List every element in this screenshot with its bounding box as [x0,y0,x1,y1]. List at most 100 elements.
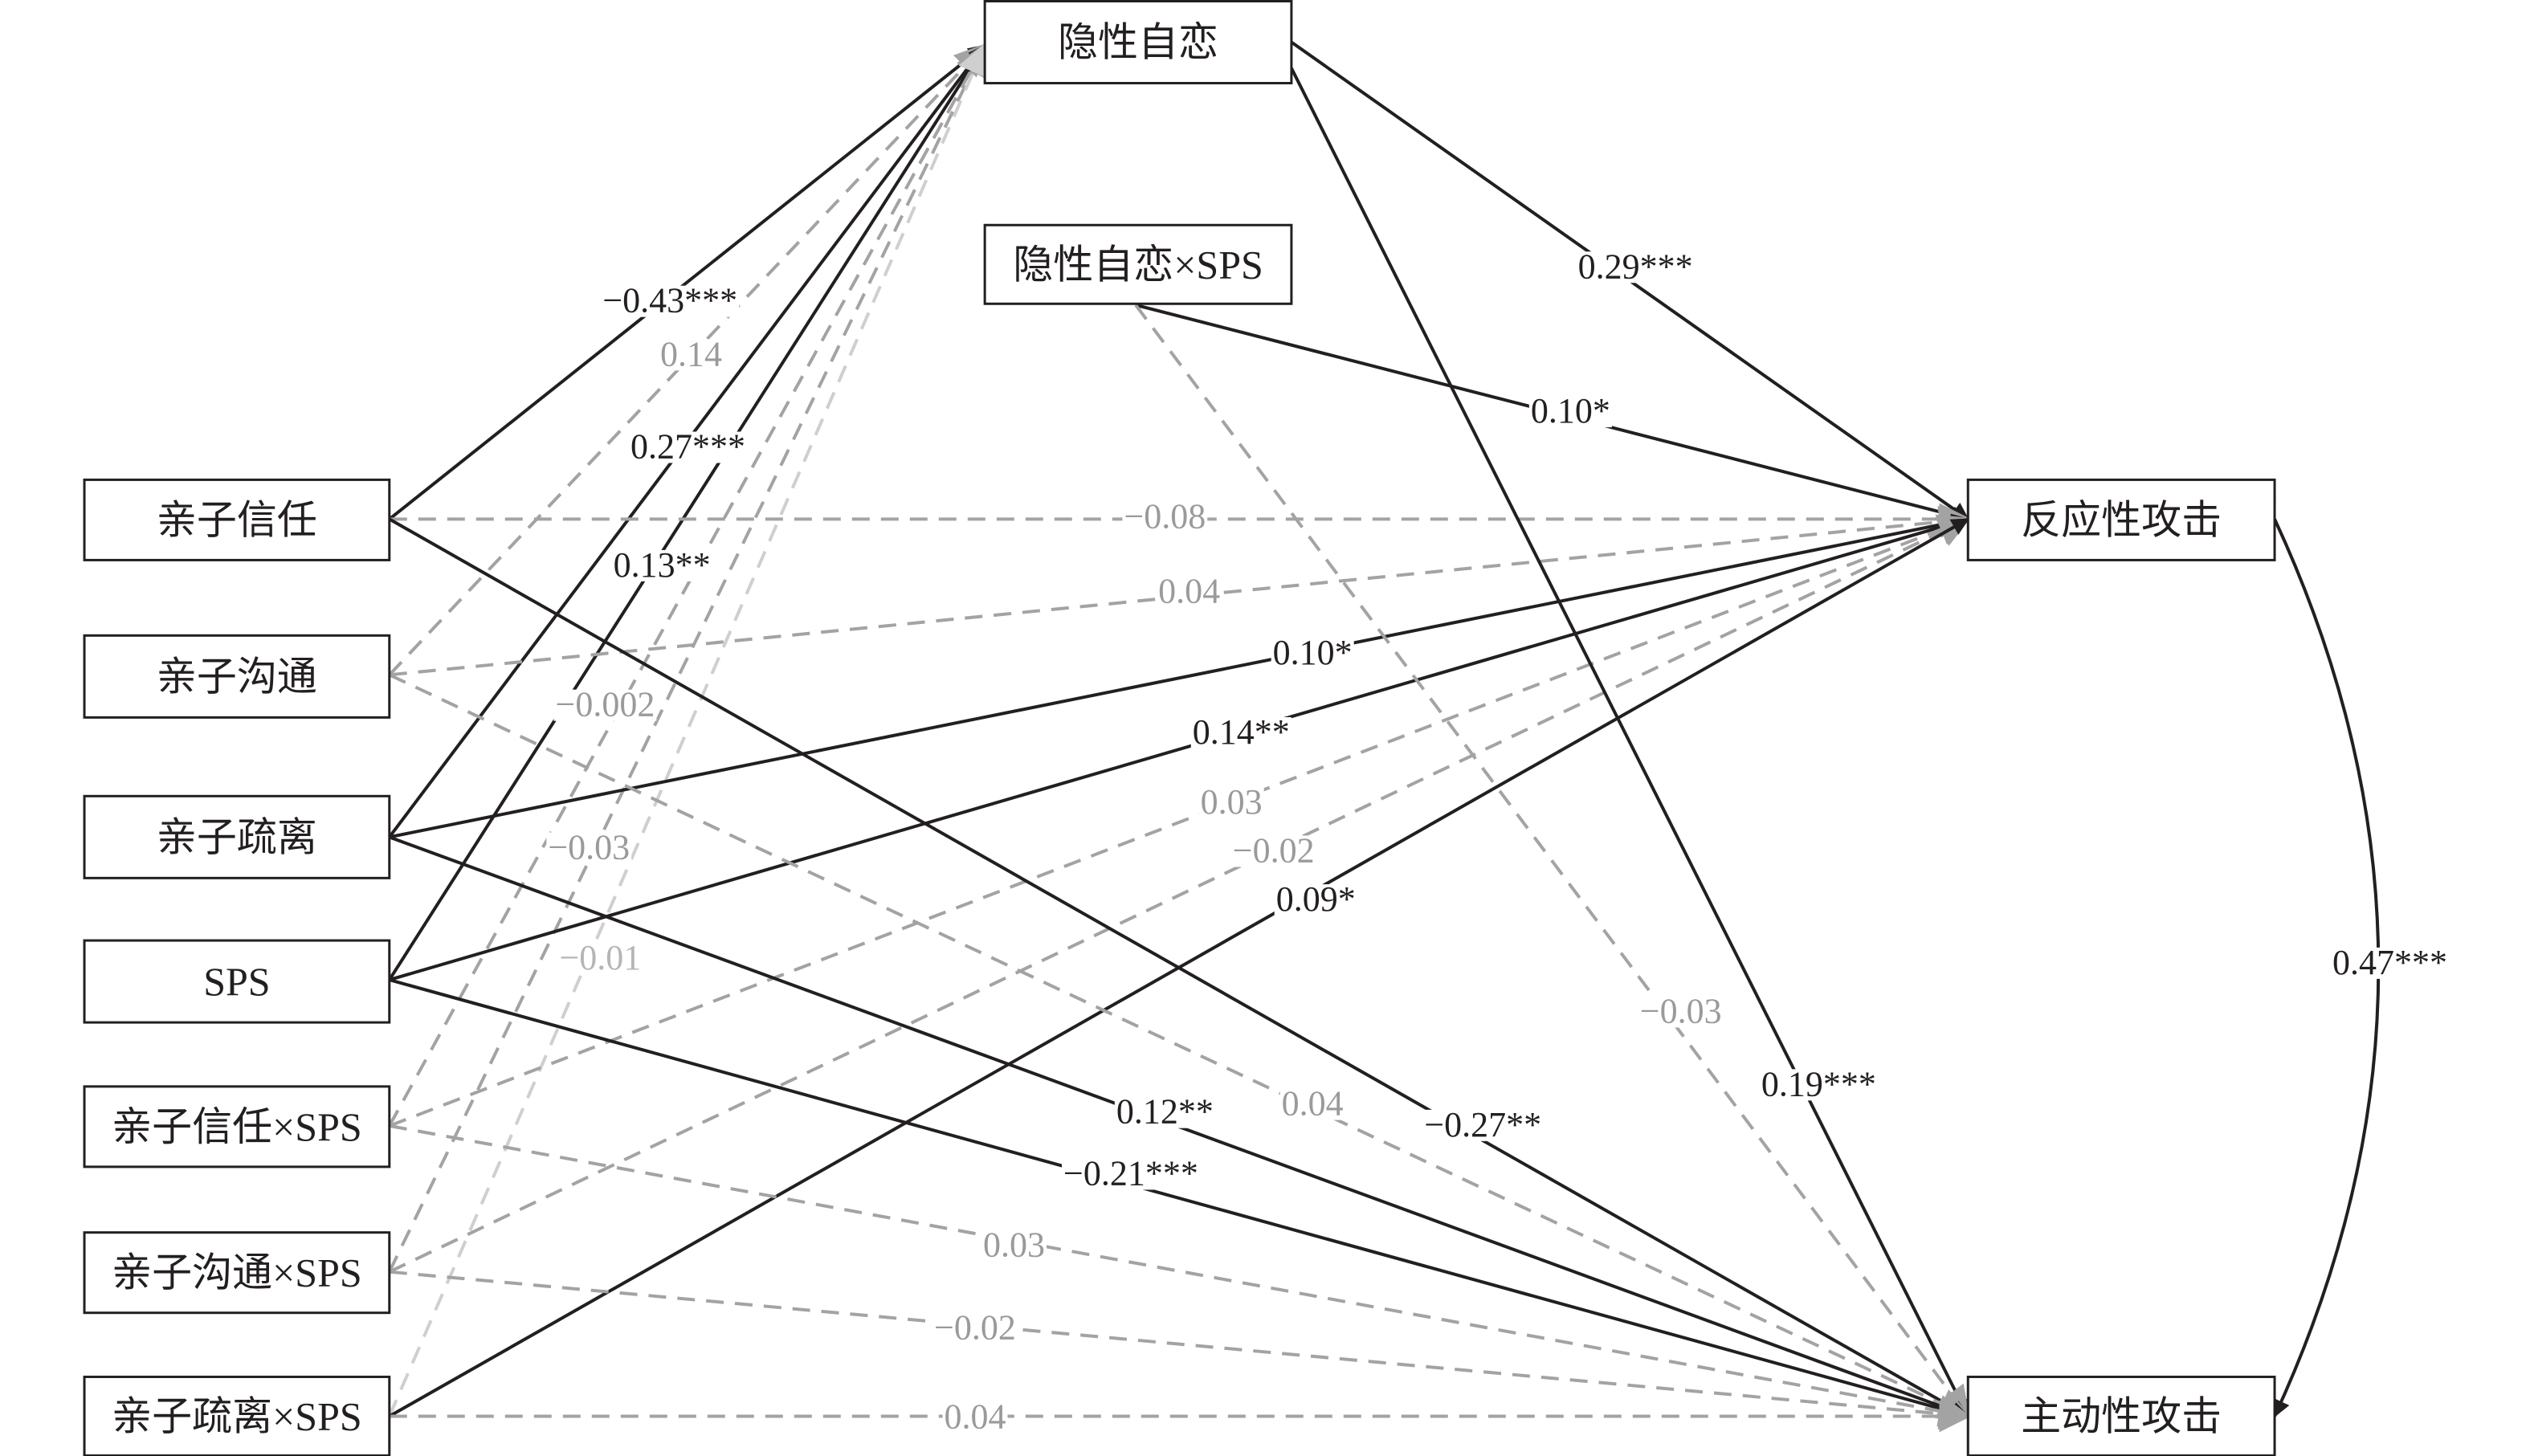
label-background [1576,251,1695,283]
node-label: 反应性攻击 [2021,497,2222,542]
coefficient-label: −0.002 [556,685,655,724]
coefficient-label: −0.08 [1124,496,1206,536]
path-trustxsps-to-ra [389,514,1971,1128]
label-background [553,689,657,721]
node-alien: 亲子疏离 [83,794,391,879]
label-background [1062,1158,1200,1190]
node-trustxsps: 亲子信任×SPS [83,1085,391,1168]
label-background [1230,835,1316,867]
label-background [1157,576,1222,608]
label-background [1422,1109,1544,1141]
label-background [932,1312,1018,1344]
node-box [983,223,1293,305]
node-box [1966,1375,2276,1456]
coefficient-label: 0.04 [945,1397,1006,1436]
node-box [1966,478,2276,561]
node-label: 主动性攻击 [2021,1393,2222,1438]
node-sps: SPS [83,939,391,1024]
coefficient-label: −0.21*** [1063,1153,1198,1193]
path-comm-to-pa [388,673,1971,1419]
label-background [1279,1088,1345,1120]
path-trustxsps-to-pa [389,1124,1972,1427]
label-background [1638,996,1724,1028]
path-trust-to-pa [388,517,1969,1418]
coefficient-label: −0.02 [1233,830,1315,870]
node-label: SPS [203,959,270,1004]
node-label: 亲子信任×SPS [112,1104,362,1149]
label-background [611,549,712,581]
label-background [1114,1096,1215,1128]
coefficient-label: 0.10* [1531,391,1610,430]
path-sps-to-pa [389,978,1970,1421]
node-trust: 亲子信任 [83,478,391,561]
node-comm: 亲子沟通 [83,634,391,719]
path-commxsps-to-cn [388,42,987,1273]
label-background [557,942,643,974]
coefficient-label: 0.04 [1158,571,1220,610]
node-label: 亲子沟通 [157,654,317,699]
label-background [1271,638,1354,670]
coefficient-label: 0.27*** [630,427,745,467]
path-trust-to-cn [388,43,986,520]
node-box [83,1231,391,1315]
node-label: 亲子疏离×SPS [112,1393,362,1438]
coefficient-label: 0.10* [1273,633,1353,672]
node-box [83,1085,391,1168]
node-commxsps: 亲子沟通×SPS [83,1231,391,1315]
coefficient-label: 0.09* [1276,879,1356,919]
node-label: 隐性自恋 [1058,20,1218,65]
coefficient-label: 0.29*** [1578,247,1693,286]
node-alienxsps: 亲子疏离×SPS [83,1375,391,1456]
coefficient-label: 0.14 [660,334,722,373]
label-background [1198,786,1264,818]
label-background [942,1401,1008,1434]
coefficient-label: 0.04 [1282,1084,1344,1124]
coefficient-label: 0.03 [983,1225,1045,1264]
label-background [546,832,632,864]
label-background [1528,396,1612,428]
coefficient-label: −0.02 [934,1307,1016,1347]
label-background [1274,884,1357,916]
path-cn-to-pa [1290,67,1970,1418]
node-label: 亲子信任 [157,497,317,542]
node-pa: 主动性攻击 [1966,1375,2276,1456]
label-background [1190,717,1292,749]
coefficient-label: 0.14** [1193,712,1290,752]
node-box [83,939,391,1024]
node-box [83,634,391,719]
node-box [83,1375,391,1456]
coefficient-label: −0.01 [559,938,641,977]
path-commxsps-to-pa [389,1270,1972,1430]
label-background [981,1230,1047,1262]
coefficient-label: −0.03 [548,827,630,867]
coefficient-label: 0.12** [1116,1092,1214,1132]
label-background [601,285,740,317]
label-background [659,339,724,371]
node-label: 亲子疏离 [157,814,317,859]
coefficient-label: −0.27** [1424,1105,1541,1144]
covariance-label: 0.47*** [2332,943,2447,982]
path-sps-to-cn [388,43,986,981]
path-alien-to-ra [389,513,1970,839]
label-background [628,431,747,463]
label-background [1122,501,1208,533]
coefficient-label: 0.19*** [1761,1064,1876,1103]
path-trustxsps-to-cn [388,43,987,1127]
node-box [83,478,391,561]
path-alienxsps-to-cn [387,42,989,1417]
path-cnxsps-to-pa [1134,304,1970,1419]
node-label: 隐性自恋×SPS [1013,242,1263,287]
node-ra: 反应性攻击 [1966,478,2276,561]
coefficient-label: −0.03 [1640,991,1722,1030]
label-background [1759,1069,1878,1101]
coefficient-label: 0.03 [1201,782,1263,822]
path-sps-to-ra [389,515,1970,981]
node-label: 亲子沟通×SPS [112,1250,362,1295]
node-cn: 隐性自恋 [983,0,1293,85]
node-box [983,0,1293,85]
coefficient-label: 0.13** [614,545,711,585]
path-commxsps-to-ra [388,516,1971,1274]
node-box [83,794,391,879]
